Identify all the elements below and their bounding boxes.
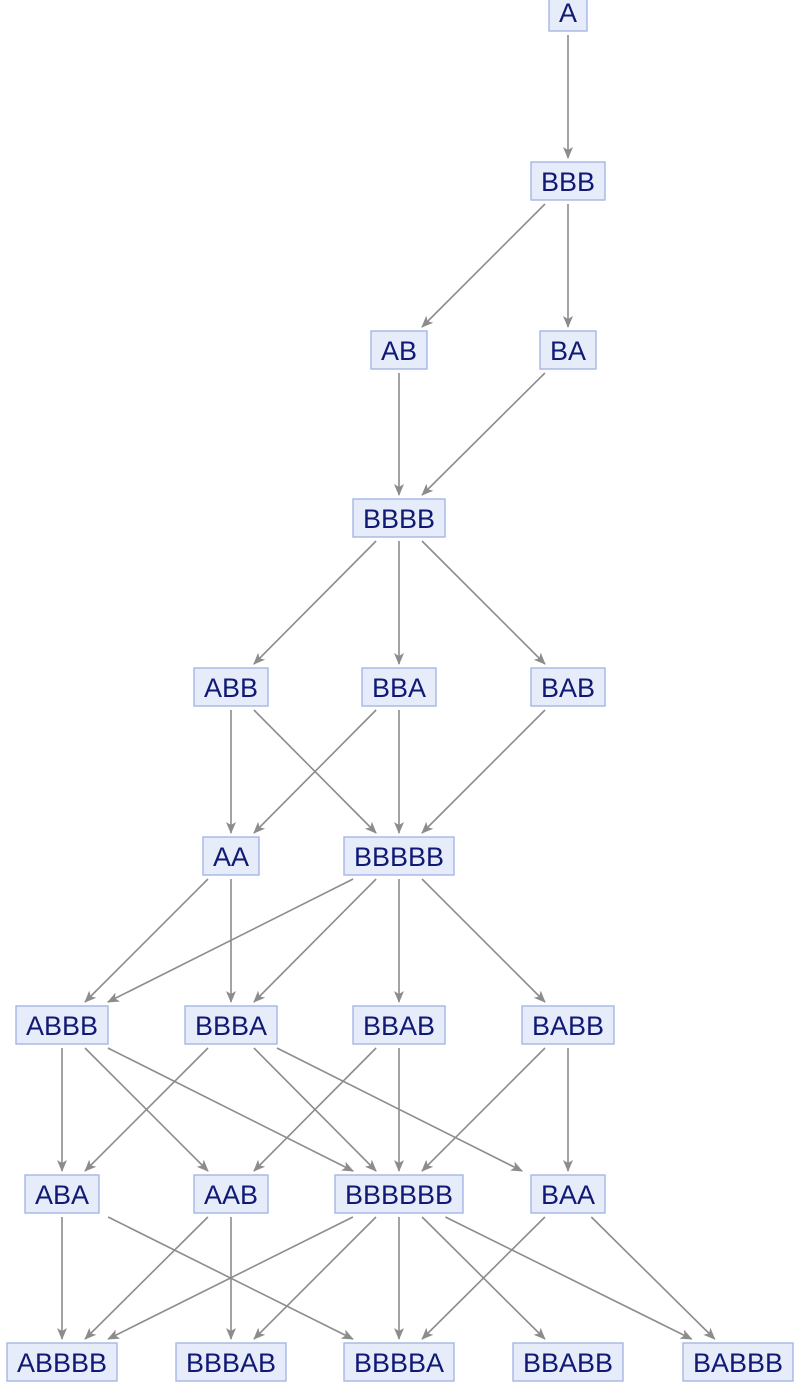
node-bbbba: BBBBA [343,1342,455,1382]
node-aba: ABA [24,1174,100,1214]
node-box [343,836,455,876]
node-box [530,161,606,201]
node-box [184,1005,278,1045]
node-bbbbbb: BBBBBB [334,1174,464,1214]
node-aab: AAB [193,1174,269,1214]
node-ba: BA [539,330,597,370]
node-a: A [548,0,588,32]
node-box [24,1174,100,1214]
edge-babb-to-bbbbbb [421,1047,546,1172]
edge-bbbbb-to-abbb [107,878,354,1003]
node-box [548,0,588,32]
node-label: BBBBBB [345,1180,453,1210]
edge-baa-to-babbb [590,1216,716,1340]
node-label: BBBBB [354,842,444,872]
edge-bbba-to-aba [84,1047,209,1172]
node-label: BBAB [363,1011,435,1041]
node-label: A [559,0,577,28]
edge-bbab-to-aab [253,1047,377,1172]
node-abbb: ABBB [15,1005,109,1045]
edge-abbb-to-bbbbbb [107,1047,354,1172]
edge-aab-to-abbbb [84,1216,209,1340]
node-label: BBA [372,673,426,703]
node-bbabb: BBABB [512,1342,624,1382]
node-baa: BAA [530,1174,606,1214]
node-label: ABBB [26,1011,98,1041]
node-box [202,836,260,876]
edge-bba-to-aa [253,709,377,834]
node-label: BA [550,336,586,366]
node-bbbb: BBBB [352,498,446,538]
node-bbbbb: BBBBB [343,836,455,876]
edge-ba-to-bbbb [421,372,546,496]
node-label: BBB [541,167,595,197]
node-box [512,1342,624,1382]
node-label: BAA [541,1180,595,1210]
node-aa: AA [202,836,260,876]
node-label: BBBB [363,504,435,534]
node-label: BBBAB [186,1348,276,1378]
node-box [343,1342,455,1382]
edges-layer [57,35,716,1340]
edge-bbbbbb-to-abbbb [107,1216,354,1340]
edge-bbbbbb-to-babbb [445,1216,693,1340]
node-box [15,1005,109,1045]
edge-bbb-to-ab [421,203,546,328]
node-label: BABB [532,1011,604,1041]
node-box [193,1174,269,1214]
node-label: AAB [204,1180,258,1210]
node-box [370,330,428,370]
node-label: BABBB [693,1348,783,1378]
node-box [193,667,269,707]
node-label: BAB [541,673,595,703]
node-box [682,1342,794,1382]
node-label: AA [213,842,249,872]
node-label: ABB [204,673,258,703]
node-box [530,667,606,707]
node-bbab: BBAB [352,1005,446,1045]
node-label: BBABB [523,1348,613,1378]
node-box [334,1174,464,1214]
node-label: AB [381,336,417,366]
edge-bab-to-bbbbb [421,709,546,834]
node-box [521,1005,615,1045]
edge-bbbbbb-to-bbbab [253,1216,377,1340]
node-bbbab: BBBAB [175,1342,287,1382]
node-babb: BABB [521,1005,615,1045]
node-bab: BAB [530,667,606,707]
node-box [361,667,437,707]
node-box [6,1342,118,1382]
edge-bbbbb-to-bbba [253,878,377,1003]
node-label: ABBBB [17,1348,107,1378]
node-label: BBBA [195,1011,267,1041]
edge-bbbbb-to-babb [421,878,546,1003]
node-bbba: BBBA [184,1005,278,1045]
node-box [352,498,446,538]
node-abbbb: ABBBB [6,1342,118,1382]
edge-baa-to-bbbba [421,1216,546,1340]
edge-aa-to-abbb [84,878,209,1003]
node-label: ABA [35,1180,89,1210]
node-box [352,1005,446,1045]
node-label: BBBBA [354,1348,444,1378]
node-box [530,1174,606,1214]
node-box [175,1342,287,1382]
node-box [539,330,597,370]
node-ab: AB [370,330,428,370]
edge-bbbb-to-abb [253,540,377,665]
node-abb: ABB [193,667,269,707]
node-bbb: BBB [530,161,606,201]
node-bba: BBA [361,667,437,707]
node-babbb: BABBB [682,1342,794,1382]
edge-bbbb-to-bab [421,540,546,665]
